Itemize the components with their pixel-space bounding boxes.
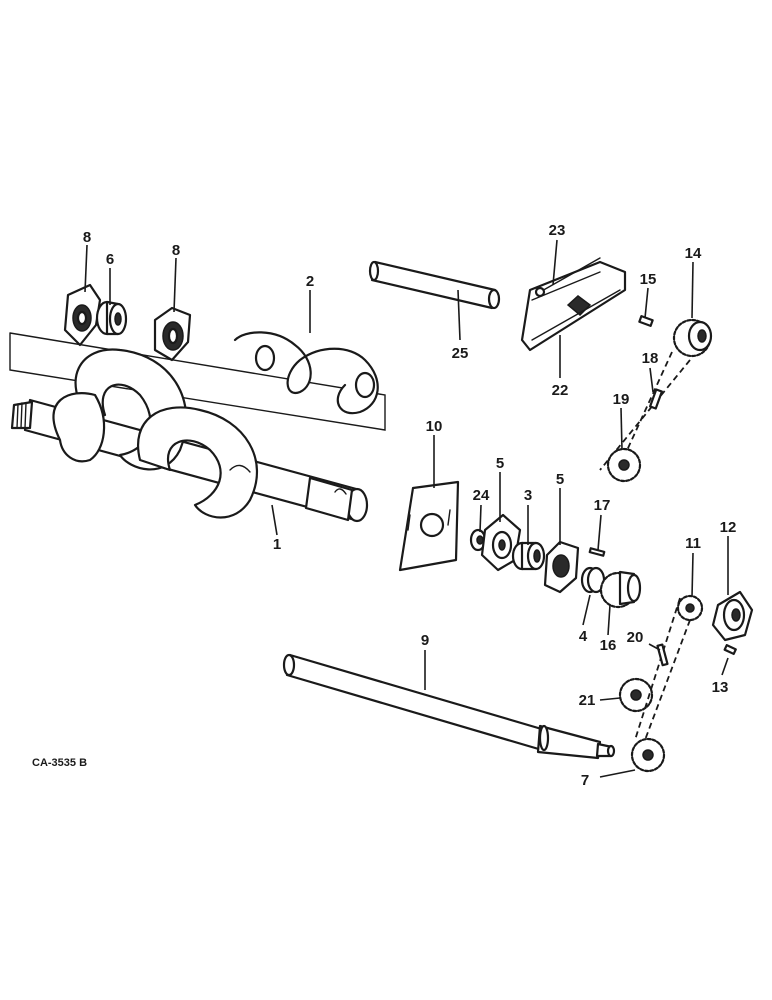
sprocket-11 — [676, 594, 704, 622]
callout-5-left: 5 — [496, 455, 504, 472]
flight-section — [233, 331, 379, 415]
callout-7: 7 — [581, 772, 589, 789]
flight-section-hub-left — [254, 344, 276, 372]
bolt-23 — [534, 257, 601, 298]
auger-flight-2 — [137, 406, 259, 519]
callout-23: 23 — [549, 222, 566, 239]
chain-upper-left — [617, 351, 673, 471]
plate-10 — [398, 480, 460, 572]
key-15 — [638, 315, 654, 327]
callout-5-right: 5 — [556, 471, 564, 488]
callout-1: 1 — [273, 536, 281, 553]
pin-17 — [588, 547, 606, 557]
shaft-9 — [282, 653, 616, 760]
callout-8-right: 8 — [172, 242, 180, 259]
flange-bearing-left — [63, 283, 102, 347]
flight-section-coil — [233, 331, 379, 415]
callout-2: 2 — [306, 273, 314, 290]
chain-lower-right — [644, 619, 691, 741]
sprocket-14 — [672, 318, 713, 358]
spacer-4 — [580, 566, 606, 594]
callout-20: 20 — [627, 629, 644, 646]
chain-link-18 — [649, 388, 663, 410]
bolt-23-head — [534, 286, 546, 298]
auger-flight-0 — [52, 392, 106, 463]
shaft-9-end — [536, 724, 602, 760]
callout-13: 13 — [712, 679, 729, 696]
flange-bearing-right — [153, 306, 192, 362]
auger-assembly — [9, 332, 386, 523]
figure-code: CA-3535 B — [32, 757, 87, 769]
sprocket-21 — [618, 677, 654, 713]
flange-5-right — [543, 540, 580, 594]
callout-18: 18 — [642, 350, 659, 367]
chain-upper-right — [599, 359, 691, 471]
hub-12 — [711, 590, 754, 642]
collar-24 — [469, 528, 487, 552]
callout-12: 12 — [720, 519, 737, 536]
callout-21: 21 — [579, 692, 596, 709]
callout-8-left: 8 — [83, 229, 91, 246]
shaft-25 — [368, 260, 501, 310]
shield-22 — [520, 260, 627, 352]
chain-lower-left — [634, 597, 681, 741]
sprocket-19 — [606, 447, 642, 483]
bearing-3 — [511, 541, 546, 571]
callout-3: 3 — [524, 487, 532, 504]
callout-15: 15 — [640, 271, 657, 288]
shaft-9-body — [285, 653, 547, 752]
callout-16: 16 — [600, 637, 617, 654]
shaft-25-body — [370, 260, 497, 310]
callout-numbers: 1 2 3 4 5 5 6 7 8 8 9 10 11 12 13 14 15 … — [83, 222, 737, 789]
plate-10-hole — [419, 512, 445, 538]
pin-13 — [723, 644, 737, 656]
callout-24: 24 — [473, 487, 490, 504]
callout-4: 4 — [579, 628, 588, 645]
auger-journal — [304, 476, 354, 522]
callout-19: 19 — [613, 391, 630, 408]
callout-9: 9 — [421, 632, 429, 649]
key-20 — [656, 643, 669, 667]
auger-bracket-frame — [9, 332, 386, 431]
callout-14: 14 — [685, 245, 702, 262]
callout-22: 22 — [552, 382, 569, 399]
sprocket-7 — [630, 737, 666, 773]
callout-17: 17 — [594, 497, 611, 514]
callout-6: 6 — [106, 251, 114, 268]
leader-lines — [84, 239, 729, 778]
sprocket-16 — [599, 570, 642, 609]
bearing-6 — [95, 300, 128, 336]
callout-11: 11 — [685, 535, 701, 552]
bolt-23-shank — [539, 257, 601, 293]
callout-10: 10 — [426, 418, 443, 435]
flight-section-hub-right — [354, 371, 376, 399]
callout-25: 25 — [452, 345, 469, 362]
